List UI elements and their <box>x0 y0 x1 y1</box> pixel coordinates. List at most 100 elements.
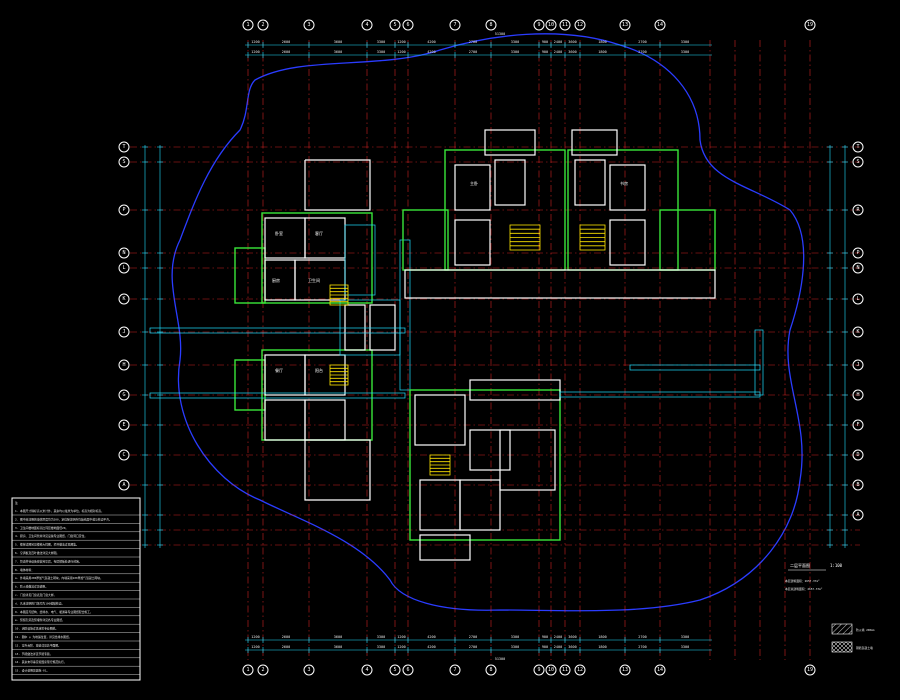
unit-ne-balcony <box>484 129 536 156</box>
bottom-dimension: 2700 <box>638 635 646 639</box>
axis-bubble-label: 2 <box>261 22 264 28</box>
axis-bubble: R <box>852 204 864 216</box>
general-notes-table: 注 1. 本图尺寸除标高以米计外，其余均以毫米为单位，标高为相对标高。2. 图中… <box>11 497 141 681</box>
axis-bubble: 12 <box>574 19 586 31</box>
axis-bubble: 3 <box>303 664 315 676</box>
axis-bubble-label: N <box>122 250 125 256</box>
note-line: 14. 其余未尽事宜按国家现行规范执行。 <box>15 660 67 664</box>
unit-nw-outline <box>261 212 373 304</box>
axis-bubble: K <box>118 293 130 305</box>
unit-nw-balcony <box>304 159 371 211</box>
bottom-dimension: 2700 <box>469 645 477 649</box>
axis-bubble: L <box>852 293 864 305</box>
axis-bubble-label: 6 <box>406 22 409 28</box>
room-kitchen <box>264 399 306 441</box>
bottom-dimension: 3300 <box>681 645 689 649</box>
room-living <box>454 219 491 266</box>
axis-bubble-label: L <box>856 296 859 302</box>
axis-bubble-label: H <box>856 392 859 398</box>
legend: 防火墙 200mm 钢筋混凝土墙 <box>831 623 875 653</box>
axis-bubble: N <box>118 247 130 259</box>
stair <box>329 364 349 386</box>
bottom-dimension: 1200 <box>397 635 405 639</box>
top-dimension: 3300 <box>377 40 385 44</box>
room-kitchen <box>264 259 296 301</box>
axis-bubble-label: 8 <box>489 667 492 673</box>
elevator-shaft <box>344 304 366 351</box>
axis-bubble-label: A <box>856 512 859 518</box>
axis-bubble: K <box>852 326 864 338</box>
axis-bubble-label: 1 <box>246 22 249 28</box>
axis-bubble: 2 <box>257 19 269 31</box>
axis-bubble: 13 <box>619 19 631 31</box>
bottom-dimension: 2700 <box>638 645 646 649</box>
axis-bubble: P <box>852 247 864 259</box>
axis-bubble-label: F <box>856 422 859 428</box>
axis-bubble: 1 <box>242 664 254 676</box>
top-dimension: 2700 <box>638 50 646 54</box>
axis-bubble-label: 4 <box>365 22 368 28</box>
axis-bubble-label: 5 <box>393 667 396 673</box>
bottom-dimension: 3600 <box>568 645 576 649</box>
axis-bubble-label: K <box>856 329 859 335</box>
bottom-dimension: 3600 <box>568 635 576 639</box>
axis-grid: 1122334455667788991010111112121313141419… <box>118 19 864 676</box>
room-label: 阳台 <box>315 367 323 373</box>
top-dimension: 2700 <box>638 40 646 44</box>
top-dimension: 3300 <box>681 40 689 44</box>
axis-bubble: 9 <box>533 19 545 31</box>
bottom-dimension: 3300 <box>511 645 519 649</box>
top-dimension: 2400 <box>554 40 562 44</box>
top-dimension: 3300 <box>511 40 519 44</box>
axis-bubble-label: 11 <box>562 22 568 28</box>
note-line: 9. 本图应与结构、给排水、电气、暖通等专业图纸配合施工。 <box>15 610 93 614</box>
site-boundary-curve <box>171 33 805 612</box>
axis-bubble: 8 <box>485 664 497 676</box>
axis-bubble: 13 <box>619 664 631 676</box>
corridor-wall <box>399 239 411 391</box>
unit-se-outline <box>409 389 561 541</box>
top-dimension: 1200 <box>251 40 259 44</box>
axis-bubble-label: 9 <box>537 667 540 673</box>
notes-heading: 注 <box>15 501 18 505</box>
note-line: 15. 设计说明见建施-01。 <box>15 669 49 673</box>
unit-ne-wing-right <box>659 209 716 271</box>
axis-bubble-label: N <box>856 265 859 271</box>
bottom-dimension: 2600 <box>282 645 290 649</box>
axis-bubble-label: 6 <box>406 667 409 673</box>
axis-bubble: C <box>118 449 130 461</box>
axis-bubble-label: T <box>856 144 859 150</box>
top-dimension: 900 <box>542 40 548 44</box>
axis-bubble: T <box>118 141 130 153</box>
axis-bubble-label: 19 <box>807 667 813 673</box>
axis-bubble: 7 <box>449 19 461 31</box>
room-living <box>469 429 511 471</box>
unit-sw-balcony <box>304 439 371 501</box>
axis-bubble-label: 3 <box>307 22 310 28</box>
bottom-dimension: 1200 <box>397 645 405 649</box>
axis-bubble: 5 <box>389 19 401 31</box>
bottom-dimension: 900 <box>542 635 548 639</box>
axis-bubble-label: H <box>122 362 125 368</box>
top-dimension: 3600 <box>334 50 342 54</box>
axis-bubble-label: 14 <box>657 667 663 673</box>
bottom-dimension: 4200 <box>427 645 435 649</box>
axis-bubble: T <box>852 141 864 153</box>
axis-bubble: S <box>118 156 130 168</box>
top-dimension: 4200 <box>427 50 435 54</box>
notes-frame <box>11 497 141 681</box>
axis-bubble-label: S <box>122 159 125 165</box>
axis-bubble-label: 12 <box>577 22 583 28</box>
axis-bubble-label: 10 <box>548 22 554 28</box>
axis-bubble: 2 <box>257 664 269 676</box>
axis-bubble: A <box>118 479 130 491</box>
legend-swatch-concrete <box>831 641 853 653</box>
bottom-dimension: 2600 <box>282 635 290 639</box>
axis-bubble: 6 <box>402 664 414 676</box>
room-bath <box>459 479 501 531</box>
axis-bubble: H <box>118 359 130 371</box>
top-dimension: 1200 <box>251 50 259 54</box>
room-label: 餐厅 <box>275 367 283 373</box>
axis-bubble-label: E <box>122 422 125 428</box>
building-plan: 卧室客厅厨房卫生间餐厅阳台主卧书房 <box>149 129 764 561</box>
